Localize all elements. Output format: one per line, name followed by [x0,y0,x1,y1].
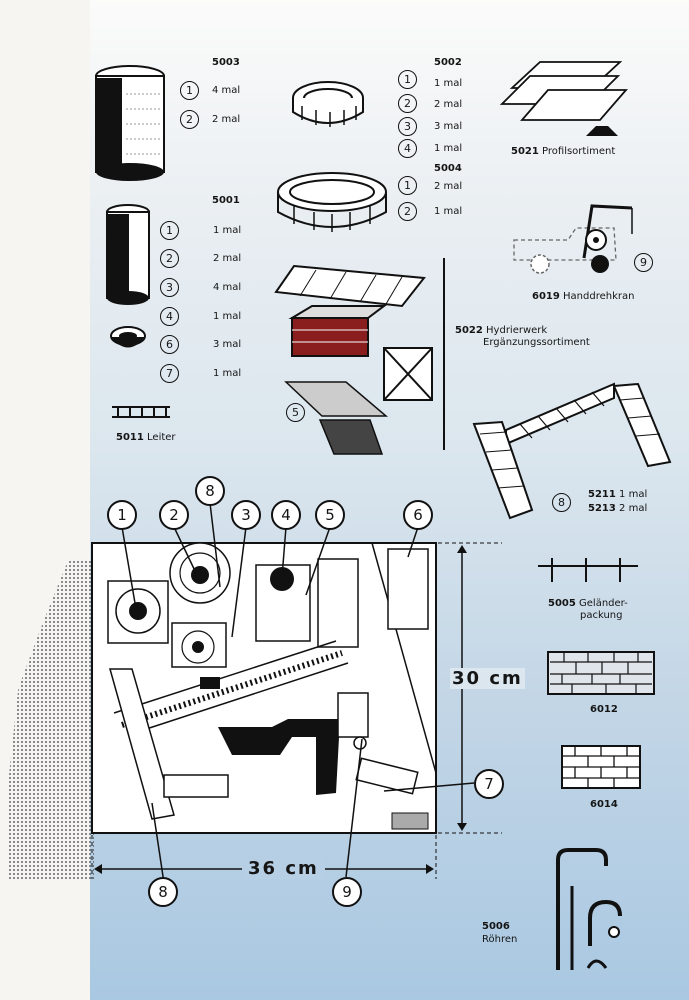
tank-5001-illustration [106,204,150,305]
part-qty: 1 mal [434,143,463,154]
item-code-5022: 5022 [455,325,483,336]
ring-5004-illustration [277,172,387,232]
item-5005-label: 5005 Geländer- [548,598,628,610]
item-name: Geländer- [579,598,628,609]
item-name: Röhren [482,934,518,945]
plan-callout-9: 9 [332,877,362,907]
footbridge-illustration [472,382,672,520]
plan-callout-8: 8 [195,476,225,506]
profile-assortment-illustration [499,61,628,136]
part-number: 2 [398,202,417,221]
part-qty: 2 mal [434,181,463,192]
part-qty: 3 mal [213,339,242,350]
part-number: 5 [286,403,305,422]
part-qty: 4 mal [213,282,242,293]
item-name-2: Ergänzungssortiment [483,337,590,348]
item-5011-label: 5011 Leiter [116,432,176,444]
plan-callout-3: 3 [231,500,261,530]
part-number: 7 [160,364,179,383]
part-qty: 4 mal [212,85,241,96]
railing-illustration [538,558,638,582]
width-dimension-label: 36 cm [242,858,325,879]
item-code-5005: 5005 [548,598,576,609]
plan-callout-4: 4 [271,500,301,530]
part-number: 4 [160,307,179,326]
part-qty: 1 mal [213,311,242,322]
item-qty: 1 mal [619,489,648,500]
item-5213-label: 5213 2 mal [588,503,647,515]
part-number: 4 [398,139,417,158]
part-number: 1 [180,81,199,100]
pipes-illustration [556,848,622,970]
part-number: 9 [634,253,653,272]
tank-lid-illustration [110,326,146,348]
item-code-5004: 5004 [434,163,462,174]
part-qty: 3 mal [434,121,463,132]
item-6019-label: 6019 Handdrehkran [532,291,634,303]
item-code-6019: 6019 [532,291,560,302]
part-number: 6 [160,335,179,354]
item-name-2: packung [580,610,623,621]
plan-callout-5: 5 [315,500,345,530]
item-5021-label: 5021 Profilsortiment [511,146,615,158]
item-code-5001: 5001 [212,195,240,206]
item-code-5021: 5021 [511,146,539,157]
plan-callout-7: 7 [474,769,504,799]
item-code-5011: 5011 [116,432,144,443]
hydrogenation-plant-parts-illustration [274,258,445,455]
plan-callout-2: 2 [159,500,189,530]
item-name: Leiter [147,432,176,443]
part-number: 2 [180,110,199,129]
dimension-lines [91,502,502,884]
plan-callout-1: 1 [107,500,137,530]
part-qty: 2 mal [212,114,241,125]
item-code-6012: 6012 [590,704,618,715]
part-qty: 1 mal [434,206,463,217]
part-number: 8 [552,493,571,512]
stone-wall-plate-6012 [547,651,655,695]
tank-5003-illustration [95,65,165,181]
item-code-5003: 5003 [212,57,240,68]
part-number: 1 [398,176,417,195]
part-number: 2 [160,249,179,268]
part-number: 1 [160,221,179,240]
ladder-illustration [112,406,170,418]
plan-callout-6: 6 [403,500,433,530]
item-5022-label: 5022 Hydrierwerk [455,325,547,337]
item-name: Hydrierwerk [486,325,548,336]
part-qty: 1 mal [213,225,242,236]
item-name: Profilsortiment [542,146,616,157]
height-dimension-label: 30 cm [450,668,525,689]
item-code-6014: 6014 [590,799,618,810]
part-qty: 1 mal [213,368,242,379]
part-qty: 2 mal [434,99,463,110]
item-code-5006: 5006 [482,921,510,932]
hand-crane-illustration [513,204,633,274]
item-name: Handdrehkran [563,291,635,302]
item-qty: 2 mal [619,503,648,514]
ring-5002-illustration [292,81,364,127]
part-number: 3 [398,117,417,136]
part-number: 2 [398,94,417,113]
plan-callout-8-bottom: 8 [148,877,178,907]
item-code-5213: 5213 [588,503,616,514]
item-5211-label: 5211 1 mal [588,489,647,501]
part-qty: 1 mal [434,78,463,89]
part-number: 3 [160,278,179,297]
brick-wall-plate-6014 [561,745,641,789]
part-number: 1 [398,70,417,89]
part-qty: 2 mal [213,253,242,264]
item-code-5002: 5002 [434,57,462,68]
item-code-5211: 5211 [588,489,616,500]
